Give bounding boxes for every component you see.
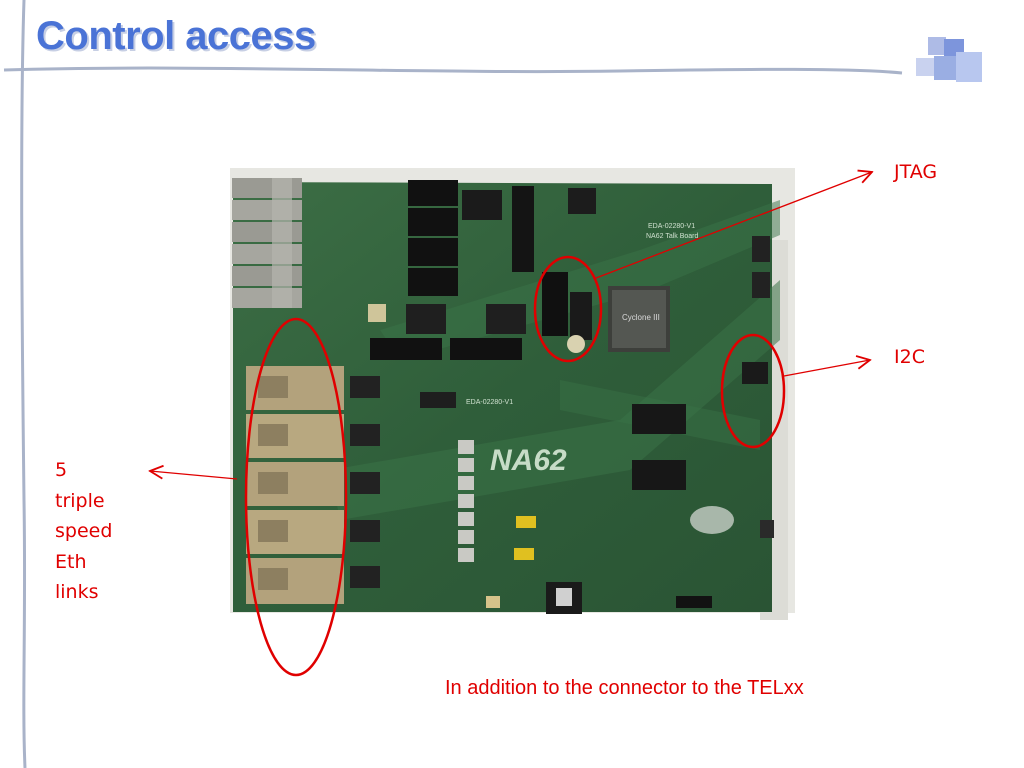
i2c-label: I2C (894, 346, 925, 368)
board-name-top: NA62 Talk Board (646, 233, 699, 240)
right-connectors (742, 236, 774, 538)
slide-title: Control access (36, 14, 316, 58)
board-logo: NA62 (490, 444, 567, 477)
lower-components (486, 506, 734, 614)
i2c-highlight-ellipse (720, 333, 786, 449)
eth-highlight-ellipse (244, 317, 348, 677)
decor-squares (916, 37, 982, 82)
chip-label: Cyclone III (622, 313, 660, 322)
ethernet-jacks (246, 366, 344, 604)
board-id-mid: EDA-02280-V1 (466, 399, 513, 406)
eth-links-label: 5 triple speed Eth links (55, 459, 113, 603)
phy-chips (350, 376, 456, 588)
fpga-chip: Cyclone III (608, 286, 670, 352)
eth-arrow (150, 471, 238, 480)
board-id-top: EDA-02280-V1 (648, 223, 695, 230)
memory-chips (632, 404, 686, 490)
jtag-highlight-ellipse (533, 255, 603, 363)
upper-connectors (368, 180, 596, 360)
jtag-label: JTAG (894, 161, 938, 183)
push-buttons (458, 440, 474, 562)
jtag-arrow (595, 172, 872, 279)
addition-note: In addition to the connector to the TELx… (445, 677, 804, 699)
jtag-header (542, 272, 592, 353)
i2c-arrow (783, 360, 870, 377)
top-left-connectors (232, 178, 302, 308)
